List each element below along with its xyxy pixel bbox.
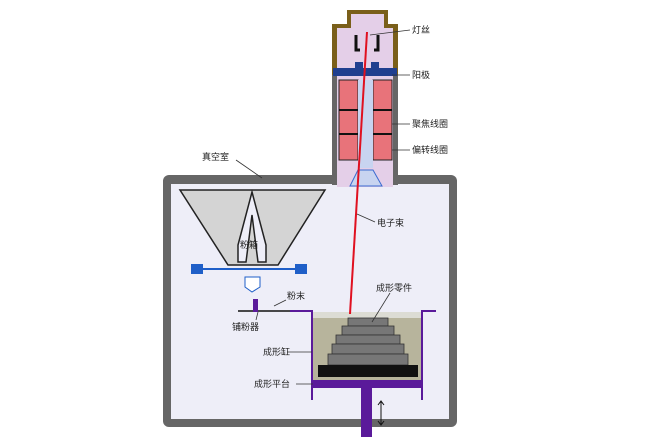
label-electron-beam: 电子束 [377, 217, 404, 229]
formed-part [327, 317, 409, 366]
build-tank-walls [290, 310, 436, 400]
coils [338, 79, 393, 168]
label-rake: 铺粉器 [232, 321, 259, 333]
label-anode: 阳极 [412, 69, 430, 81]
platform-shaft [361, 388, 372, 437]
powder-hopper [178, 189, 327, 266]
hopper-divider [237, 189, 267, 263]
label-vacuum-chamber: 真空室 [202, 151, 229, 163]
up-down-arrow-icon [377, 400, 385, 426]
filament-icon [354, 35, 380, 52]
label-filament: 灯丝 [412, 24, 430, 36]
label-build-tank: 成形缸 [263, 346, 290, 358]
label-build-platform: 成形平台 [254, 378, 290, 390]
hopper-valve [191, 264, 307, 274]
label-deflection-coil: 偏转线圈 [412, 144, 448, 156]
label-formed-part: 成形零件 [376, 282, 412, 294]
start-plate [318, 365, 418, 377]
label-powder-hopper: 粉箱 [240, 239, 258, 251]
build-platform [313, 380, 421, 388]
label-focus-coil: 聚焦线圈 [412, 118, 448, 130]
electron-beam [349, 31, 368, 315]
rake[interactable] [253, 299, 258, 312]
powder-dispenser [244, 276, 261, 293]
label-powder: 粉末 [287, 290, 305, 302]
powder-top-layer [313, 312, 421, 318]
gun-cap-interior [337, 14, 393, 75]
